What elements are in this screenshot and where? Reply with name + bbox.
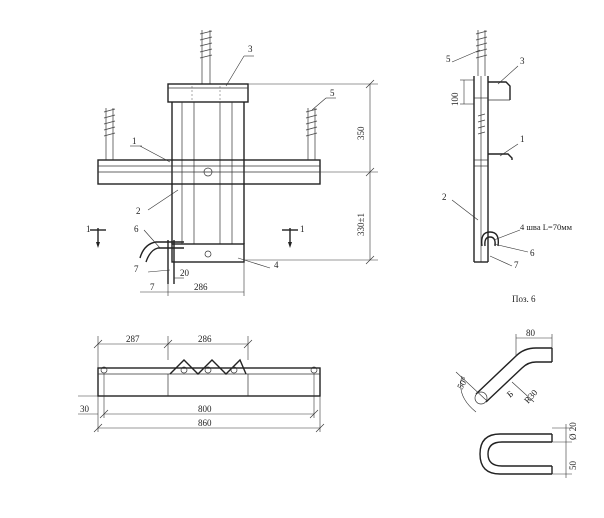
section-mark-right: 1 [282,224,305,248]
dim-height-top: 350 [356,126,366,140]
front-dimensions [140,79,378,296]
plan-end-bolts [100,366,318,374]
front-label-4: 4 [274,260,279,270]
side-body [473,76,489,263]
plan-view: 287 286 800 860 30 [78,334,325,433]
front-side-rods [103,108,318,160]
weld-note: 4 шва L=70мм [520,222,573,232]
detail-caption: Поз. 6 [512,294,536,304]
side-label-1: 1 [520,134,525,144]
front-bracket [167,240,175,284]
detail-view: Поз. 6 80 50° Б R30 [455,294,578,478]
side-top-rod [475,30,488,76]
detail-dim-angle: 50° [455,375,470,391]
plan-dim-thickness: 30 [80,404,90,414]
svg-text:1: 1 [300,224,305,234]
detail-dimensions [455,334,572,478]
front-leaders [130,55,336,273]
dim-height-bottom: 330±1 [356,213,366,236]
detail-hook-u [479,433,553,475]
plan-beam [97,367,321,397]
plan-dim-left: 287 [126,334,140,344]
detail-dim-diameter: Ø 20 [568,422,578,440]
front-label-7: 7 [134,264,139,274]
side-mid-rod [477,113,486,135]
dim-offset-small: 20 [180,268,190,278]
plan-clamp [169,358,247,375]
detail-dim-length: 80 [526,328,536,338]
side-label-2: 2 [442,192,447,202]
detail-dim-radius: R30 [522,387,540,405]
detail-dim-width: 50 [568,461,578,471]
front-top-clamp [167,83,249,103]
plan-dim-860: 860 [198,418,212,428]
side-leaders [451,49,529,267]
side-label-6: 6 [530,248,535,258]
front-bottom-clamp [171,243,245,263]
plan-dimensions [78,336,325,433]
detail-dim-cut: Б [505,389,515,400]
section-mark-left: 1 [86,224,106,248]
front-view: 1 3 5 2 6 7 4 1 1 [86,30,378,296]
front-label-1-top: 1 [132,136,137,146]
front-label-3: 3 [248,44,253,54]
plan-dim-mid: 286 [198,334,212,344]
side-dim-100: 100 [450,92,460,106]
front-vertical-body [171,102,245,244]
side-top-bracket [474,81,511,101]
front-hook [139,241,184,263]
front-crossbar [97,159,321,185]
side-label-5: 5 [446,54,451,64]
side-mid-bracket [474,153,513,167]
svg-text:1: 1 [86,224,91,234]
front-label-6: 6 [134,224,139,234]
dim-width-bottom: 286 [194,282,208,292]
front-label-5: 5 [330,88,335,98]
side-label-7: 7 [514,260,519,270]
front-top-rod [199,30,213,84]
dim-offset-seven: 7 [150,282,155,292]
side-view: 5 3 1 2 6 7 4 шва L=70мм 100 [442,30,573,270]
plan-dim-800: 800 [198,404,212,414]
side-label-3: 3 [520,56,525,66]
side-hook [480,231,500,247]
side-dimension-100 [460,79,474,105]
front-label-2: 2 [136,206,141,216]
